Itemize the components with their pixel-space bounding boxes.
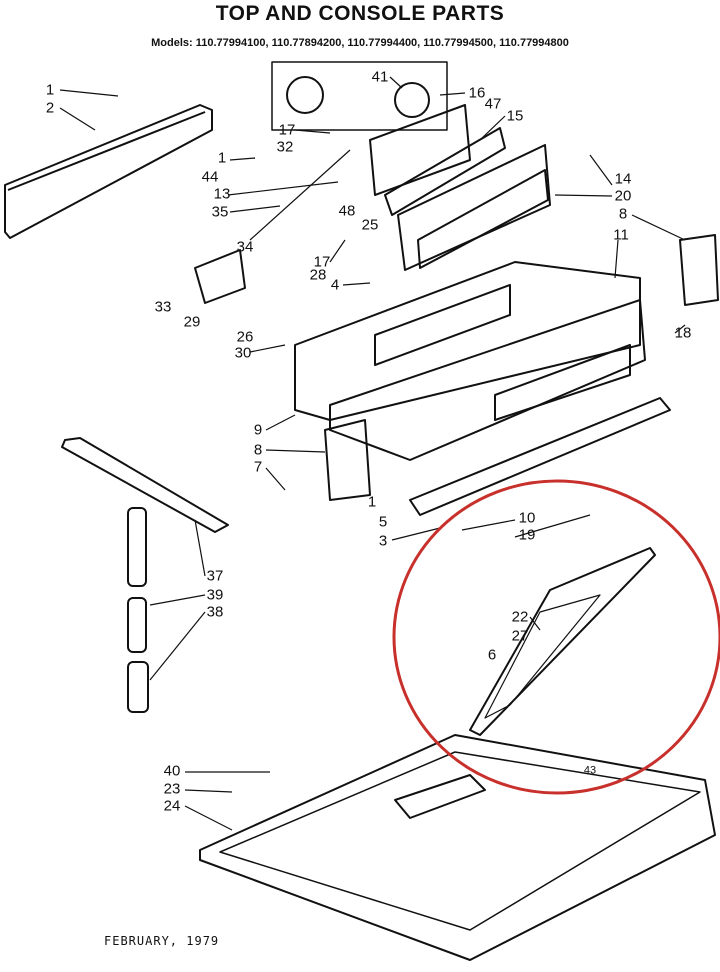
callout-24: 24 (163, 797, 181, 815)
panel-15 (384, 127, 506, 216)
callout-37: 37 (206, 567, 224, 585)
highlight-circle (392, 479, 720, 795)
callout-5: 5 (378, 513, 388, 531)
callout-1b: 1 (217, 149, 227, 167)
callout-16: 16 (468, 84, 486, 102)
callout-7: 7 (253, 458, 263, 476)
callout-10: 10 (518, 509, 536, 527)
callout-27: 27 (511, 627, 529, 645)
callout-19: 19 (518, 526, 536, 544)
callout-18: 18 (674, 324, 692, 342)
callout-9: 9 (253, 421, 263, 439)
end-cap-left (324, 419, 371, 501)
tube-3 (127, 661, 149, 713)
model-numbers: Models: 110.77994100, 110.77894200, 110.… (151, 37, 569, 49)
callout-40: 40 (163, 762, 181, 780)
callout-8b: 8 (253, 441, 263, 459)
support-bar (61, 437, 229, 533)
callout-32: 32 (276, 138, 294, 156)
callout-20: 20 (614, 187, 632, 205)
callout-6: 6 (487, 646, 497, 664)
publication-date: FEBRUARY, 1979 (104, 934, 220, 948)
callout-15: 15 (506, 107, 524, 125)
callout-13: 13 (213, 185, 231, 203)
rear-panel (4, 104, 213, 239)
callout-26: 26 (236, 328, 254, 346)
motor-timer-box (271, 61, 448, 131)
callout-22: 22 (511, 608, 529, 626)
callout-17: 17 (278, 121, 296, 139)
dryer-top (199, 734, 716, 961)
callout-35: 35 (211, 203, 229, 221)
callout-38: 38 (206, 603, 224, 621)
callout-4: 4 (330, 276, 340, 294)
callout-2: 2 (45, 99, 55, 117)
console-window-2 (494, 344, 631, 421)
page-code: 43 (583, 764, 597, 777)
lint-opening (394, 774, 486, 819)
callout-25: 25 (361, 216, 379, 234)
callout-39: 39 (206, 586, 224, 604)
door-lid (469, 547, 656, 736)
console-backsplash (294, 261, 641, 421)
callout-41: 41 (371, 68, 389, 86)
switch-bracket (194, 249, 246, 304)
callout-1c: 1 (367, 493, 377, 511)
callout-17b: 17 (313, 253, 331, 271)
callout-44: 44 (201, 168, 219, 186)
callout-30: 30 (234, 344, 252, 362)
callout-48: 48 (338, 202, 356, 220)
callout-29: 29 (183, 313, 201, 331)
callout-47: 47 (484, 95, 502, 113)
callout-23: 23 (163, 780, 181, 798)
end-cap-right (679, 234, 719, 306)
callout-34: 34 (236, 238, 254, 256)
callout-8: 8 (618, 205, 628, 223)
console-trim (409, 397, 671, 516)
callout-14: 14 (614, 170, 632, 188)
callout-1: 1 (45, 81, 55, 99)
callout-28: 28 (309, 266, 327, 284)
panel-20b (417, 169, 549, 269)
control-board (369, 104, 471, 196)
console-window (374, 284, 511, 366)
tube-1 (127, 507, 147, 587)
panel-20 (397, 144, 551, 271)
callout-11: 11 (613, 226, 629, 244)
diagram-title: TOP AND CONSOLE PARTS (215, 2, 505, 25)
callout-3: 3 (378, 532, 388, 550)
tube-2 (127, 597, 147, 653)
callout-33: 33 (154, 298, 172, 316)
